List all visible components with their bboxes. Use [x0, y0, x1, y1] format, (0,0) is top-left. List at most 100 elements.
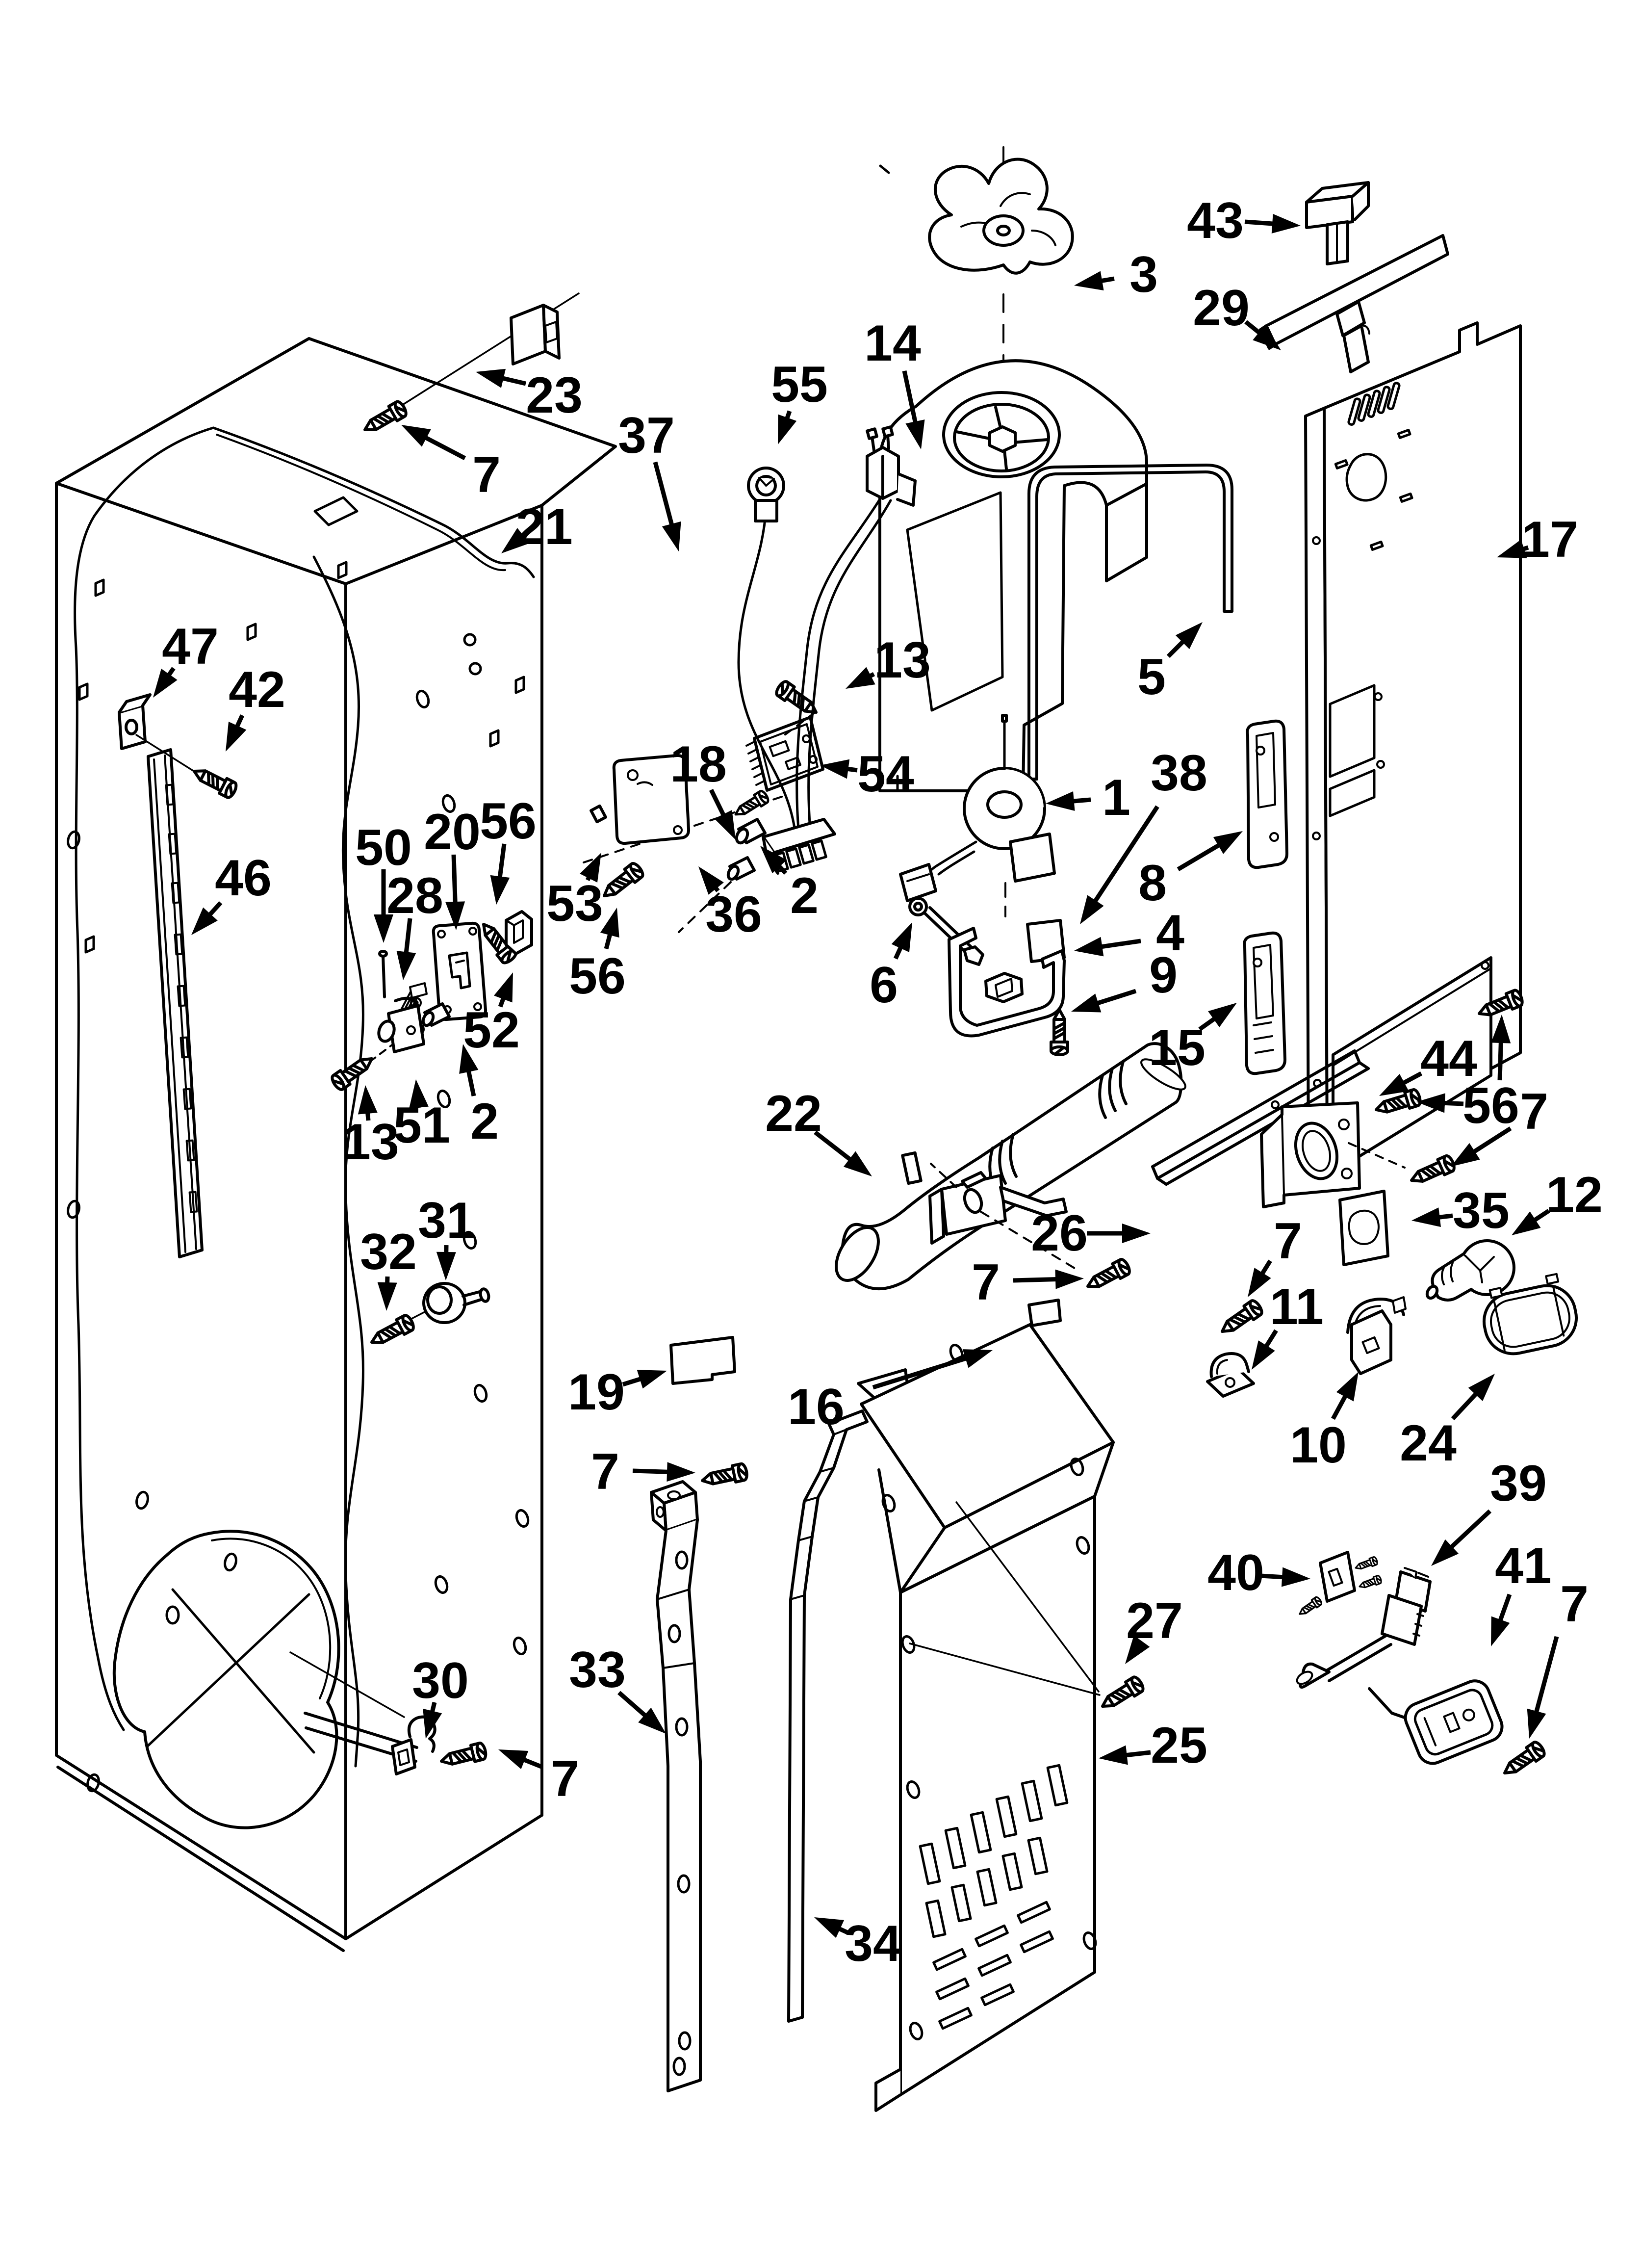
top-face-window: [313, 496, 359, 526]
part-number-label: 17: [1521, 511, 1578, 568]
part-number-label: 15: [1149, 1019, 1206, 1076]
callout-arrowhead: [843, 1151, 872, 1176]
callout-41: 41: [1491, 1538, 1552, 1646]
callout-arrowhead: [667, 1462, 695, 1482]
fan-blade: [928, 157, 1074, 275]
part-number-label: 46: [215, 850, 272, 907]
part-number-label: 37: [618, 407, 675, 464]
callout-7: 7: [498, 1749, 579, 1807]
callout-arrowhead: [1074, 271, 1104, 290]
part-number-label: 6: [870, 957, 898, 1014]
fan-shroud: [878, 359, 1148, 792]
callout-44: 44: [1379, 1030, 1477, 1096]
callout-14: 14: [864, 315, 925, 449]
tube-clip: [391, 1715, 436, 1775]
part-number-label: 44: [1420, 1030, 1477, 1087]
air-switch: [1368, 1679, 1504, 1765]
callout-arrowhead: [714, 810, 736, 840]
grommet: [397, 1282, 490, 1327]
screw: [368, 1314, 415, 1350]
callout-arrowhead: [1497, 539, 1527, 558]
mid-small-parts: [330, 754, 786, 1385]
wire-clamp: [1206, 1352, 1255, 1398]
callout-arrowhead: [401, 425, 431, 447]
part-number-label: 42: [229, 661, 285, 718]
callout-arrow-line: [499, 375, 527, 386]
thermostat-group: [1296, 1551, 1546, 1780]
panel-rect-cutout: [1329, 769, 1376, 817]
callout-31: 31: [418, 1192, 475, 1280]
callout-42: 42: [226, 661, 285, 752]
stray-mark: [879, 164, 890, 174]
light-bulb: [1425, 1239, 1515, 1302]
callout-10: 10: [1290, 1372, 1359, 1474]
callout-21: 21: [501, 498, 573, 555]
callout-arrowhead: [698, 866, 724, 895]
part-number-label: 54: [857, 746, 914, 803]
callout-arrowhead: [1411, 1207, 1441, 1227]
part-number-label: 39: [1490, 1455, 1547, 1512]
callout-arrow-line: [1533, 1636, 1559, 1716]
callout-arrow-line: [709, 789, 727, 819]
callout-7: 7: [1527, 1576, 1589, 1739]
part-number-label: 7: [972, 1254, 1000, 1311]
callout-25: 25: [1099, 1717, 1207, 1774]
callout-12: 12: [1512, 1167, 1603, 1235]
callout-arrowhead: [814, 1917, 845, 1938]
callout-arrow-line: [1098, 938, 1141, 950]
part-number-label: 36: [705, 886, 762, 943]
callout-39: 39: [1431, 1455, 1547, 1566]
link-rod: [908, 897, 984, 966]
callout-arrow-line: [872, 1355, 970, 1390]
callout-20: 20: [424, 804, 481, 930]
bulb-socket: [1346, 1296, 1407, 1375]
callout-7: 7: [1451, 1083, 1548, 1167]
part-number-label: 20: [424, 804, 481, 860]
thermostat-sensor: [1296, 1567, 1432, 1689]
callout-arrowhead: [153, 669, 178, 698]
callout-arrow-line: [1331, 1392, 1349, 1420]
callout-arrowhead: [1252, 1340, 1275, 1370]
callout-arrowhead: [1253, 325, 1281, 350]
callout-arrowhead: [374, 914, 393, 943]
liner-top-edge: [212, 426, 535, 578]
part-number-label: 19: [568, 1364, 625, 1421]
callout-arrow-line: [1123, 1750, 1151, 1758]
screw: [1217, 1299, 1264, 1338]
latch-clip: [505, 910, 533, 955]
part-number-label: 10: [1290, 1417, 1347, 1474]
callout-3: 3: [1074, 246, 1158, 303]
duct-bracket-upper: [1246, 719, 1288, 869]
callout-22: 22: [765, 1085, 872, 1176]
panel-vent-slots: [1347, 382, 1401, 426]
callout-32: 32: [360, 1224, 417, 1311]
side-strip-left: [650, 1480, 702, 2092]
part-number-label: 2: [470, 1093, 499, 1150]
part-number-label: 7: [472, 446, 501, 503]
callout-arrowhead: [436, 1251, 456, 1280]
part-number-label: 4: [1156, 905, 1184, 962]
callout-15: 15: [1149, 1003, 1237, 1076]
callout-arrow-line: [653, 461, 675, 528]
wire-harness: [737, 425, 917, 875]
duct-bracket-lower: [1243, 931, 1286, 1075]
part-number-label: 26: [1031, 1205, 1088, 1262]
callout-arrowhead: [820, 759, 850, 779]
callout-37: 37: [618, 407, 681, 551]
callout-arrow-line: [632, 1468, 671, 1474]
panel-square-cutout: [1329, 684, 1376, 778]
callout-52: 52: [463, 972, 520, 1059]
callout-arrowhead: [1080, 895, 1104, 924]
callout-arrow-line: [1094, 989, 1137, 1007]
callout-36: 36: [698, 866, 762, 943]
callout-43: 43: [1187, 192, 1301, 249]
part-number-label: 38: [1151, 745, 1207, 802]
bracket-axis-dashed2: [980, 1211, 1078, 1271]
part-number-label: 32: [360, 1224, 417, 1280]
side-strip-middle: [787, 1409, 869, 2023]
part-number-label: 2: [790, 867, 819, 924]
duct-bracket: [928, 1171, 1068, 1245]
callout-27: 27: [1125, 1592, 1183, 1664]
